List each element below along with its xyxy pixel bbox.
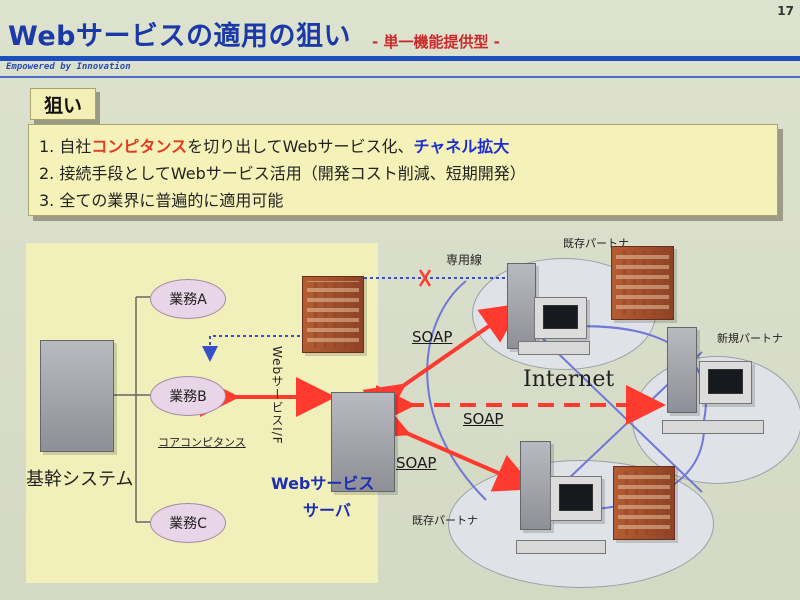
task-b-ellipse: 業務B xyxy=(150,376,226,416)
dedicated-line-label: 専用線 xyxy=(446,253,483,267)
partner-bottom-building-icon xyxy=(613,466,675,540)
enterprise-to-task-b-link xyxy=(202,335,300,362)
dedicated-line-cross xyxy=(418,269,432,287)
aim-point-3-number: 3. xyxy=(39,191,55,210)
aim-point-1-pre: 自社 xyxy=(59,137,92,156)
partner-bottom-tower-icon xyxy=(520,441,551,530)
aim-points-box: 1. 自社コンピタンスを切り出してWebサービス化、チャネル拡大 2. 接続手段… xyxy=(28,124,778,216)
task-c-ellipse: 業務C xyxy=(150,503,226,543)
web-service-label-line-1: Webサービス xyxy=(271,474,375,493)
new-partner-label: 新規パートナ xyxy=(717,332,783,345)
aim-point-3-text: 全ての業界に普遍的に適用可能 xyxy=(59,191,284,210)
core-system-server-icon xyxy=(40,340,114,452)
soap-bottom-arrow xyxy=(366,400,536,492)
aim-point-1-highlight-2: チャネル拡大 xyxy=(413,137,510,156)
web-service-server-icon xyxy=(331,392,395,492)
task-c-label: 業務C xyxy=(169,516,207,532)
slide-subtitle: - 単一機能提供型 - xyxy=(372,33,500,51)
task-a-label: 業務A xyxy=(169,292,207,308)
new-partner-monitor-icon xyxy=(699,361,752,404)
soap-top-arrow xyxy=(362,303,522,423)
enterprise-building-icon xyxy=(302,276,364,353)
internet-label: Internet xyxy=(523,367,615,392)
soap-top-label: SOAP xyxy=(412,328,453,346)
tagline: Empowered by Innovation xyxy=(6,62,131,72)
soap-middle-label: SOAP xyxy=(463,410,504,428)
slide-title: Webサービスの適用の狙い xyxy=(8,21,351,52)
partner-top-monitor-icon xyxy=(534,297,587,339)
aim-label-box: 狙い xyxy=(30,88,96,120)
aim-point-2-text: 接続手段としてWebサービス活用（開発コスト削減、短期開発） xyxy=(59,164,526,183)
aim-point-1-number: 1. xyxy=(39,137,55,156)
task-a-ellipse: 業務A xyxy=(150,279,226,319)
aim-point-1-highlight-1: コンピタンス xyxy=(91,137,188,156)
aim-point-2-number: 2. xyxy=(39,164,55,183)
new-partner-tower-icon xyxy=(667,327,697,413)
core-system-links xyxy=(112,296,150,523)
soap-bottom-label: SOAP xyxy=(396,454,437,472)
aim-point-1-mid: を切り出してWebサービス化、 xyxy=(187,137,414,156)
title-rule-secondary xyxy=(0,76,800,78)
core-competence-label: コアコンピタンス xyxy=(158,436,246,449)
new-partner-keyboard-icon xyxy=(662,420,764,434)
ws-if-label: WebサービスI/F xyxy=(270,346,284,445)
title-rule xyxy=(0,56,800,61)
partner-bottom-monitor-icon xyxy=(550,476,602,521)
task-b-label: 業務B xyxy=(169,389,207,405)
partner-top-keyboard-icon xyxy=(518,341,590,355)
web-service-label-line-2: サーバ xyxy=(303,501,351,520)
partner-top-tower-icon xyxy=(507,263,536,349)
aim-point-1: 1. 自社コンピタンスを切り出してWebサービス化、チャネル拡大 xyxy=(39,133,509,157)
existing-partner-bottom-label: 既存パートナ xyxy=(412,514,478,527)
aim-point-2: 2. 接続手段としてWebサービス活用（開発コスト削減、短期開発） xyxy=(39,160,526,184)
aim-point-3: 3. 全ての業界に普遍的に適用可能 xyxy=(39,187,283,211)
partner-top-building-icon xyxy=(611,246,674,320)
page-number: 17 xyxy=(777,4,794,18)
partner-bottom-keyboard-icon xyxy=(516,540,606,554)
core-system-label: 基幹システム xyxy=(26,469,134,490)
aim-label: 狙い xyxy=(43,94,82,117)
